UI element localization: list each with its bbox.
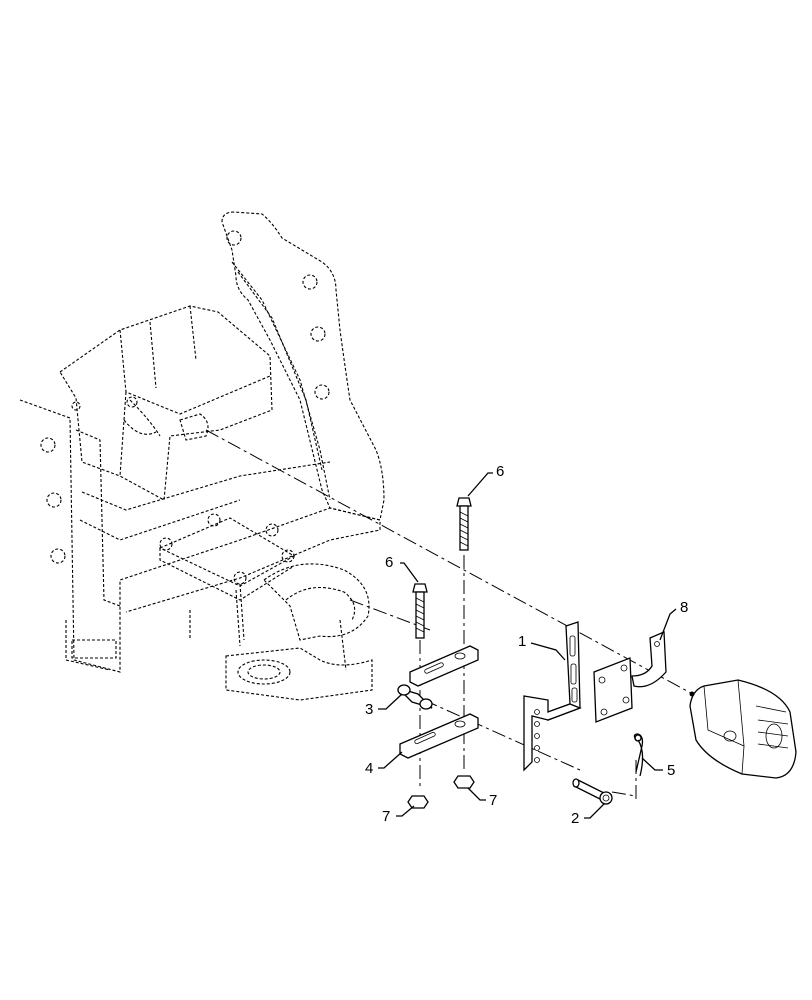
- callout-7-right: 7: [489, 792, 497, 809]
- callout-2: 2: [571, 810, 579, 827]
- slotted-plate-lower: [399, 713, 479, 759]
- pin-part-2: [572, 778, 613, 805]
- mount-plate-part-8: [593, 631, 667, 723]
- callout-7-left: 7: [382, 808, 390, 825]
- callout-labels: 6 6 1 8 3 4 5 2 7 7: [365, 463, 688, 827]
- callout-3: 3: [365, 701, 373, 718]
- tractor-frame-assembly: [19, 211, 385, 701]
- callout-5: 5: [667, 762, 675, 779]
- nut-part-7-right: [453, 775, 475, 789]
- bolt-part-6-left: [412, 583, 428, 639]
- hydraulic-pump: [689, 679, 797, 779]
- bracket-part-1: [523, 621, 582, 772]
- hairpin-clip-part-5: [633, 733, 644, 777]
- pin-part-3: [397, 684, 433, 710]
- assembly-center-lines: [205, 429, 701, 800]
- callout-1: 1: [518, 633, 526, 650]
- slotted-plate-upper: [409, 645, 479, 687]
- leader-lines: [378, 472, 677, 819]
- callout-6-left: 6: [385, 554, 393, 571]
- callout-4: 4: [365, 760, 373, 777]
- bolt-part-6-right: [456, 497, 472, 551]
- callout-6-right: 6: [496, 463, 504, 480]
- callout-8: 8: [680, 599, 688, 616]
- nut-part-7-left: [407, 795, 429, 809]
